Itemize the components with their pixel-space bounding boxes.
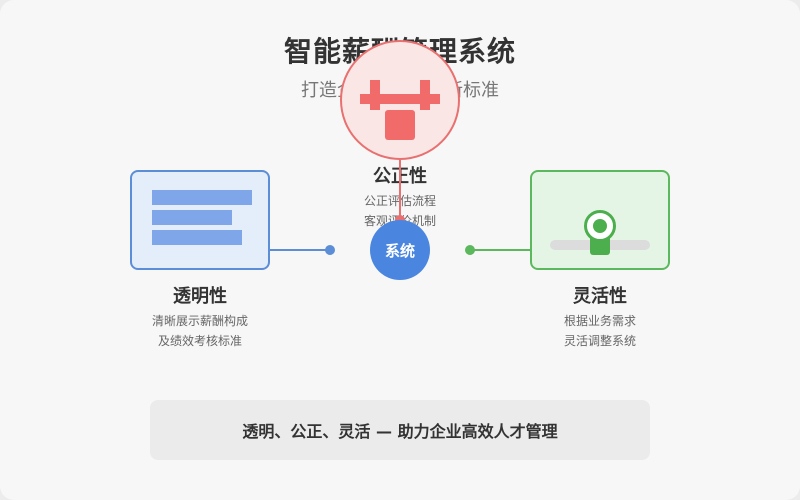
fairness-circle [340, 40, 460, 160]
flexibility-heading: 灵活性 [573, 286, 627, 307]
system-node-label: 系统 [384, 241, 415, 260]
flexibility-desc-line2: 灵活调整系统 [563, 334, 636, 348]
transparency-card [130, 170, 270, 270]
footer-tagline: 透明、公正、灵活 — 助力企业高效人才管理 [242, 422, 558, 441]
left-connector-dot [325, 245, 335, 255]
transparency-heading: 透明性 [173, 286, 227, 307]
transparency-desc-line1: 清晰展示薪酬构成 [151, 314, 248, 328]
left-connector-line [270, 249, 330, 251]
fairness-connector-line [399, 160, 401, 220]
footer-banner: 透明、公正、灵活 — 助力企业高效人才管理 [150, 400, 650, 460]
flexibility-desc-line1: 根据业务需求 [563, 314, 636, 328]
system-node: 系统 [370, 220, 430, 280]
transparency-desc-line2: 及绩效考核标准 [157, 334, 242, 348]
right-connector-dot [465, 245, 475, 255]
flexibility-card [530, 170, 670, 270]
right-connector-line [470, 249, 530, 251]
